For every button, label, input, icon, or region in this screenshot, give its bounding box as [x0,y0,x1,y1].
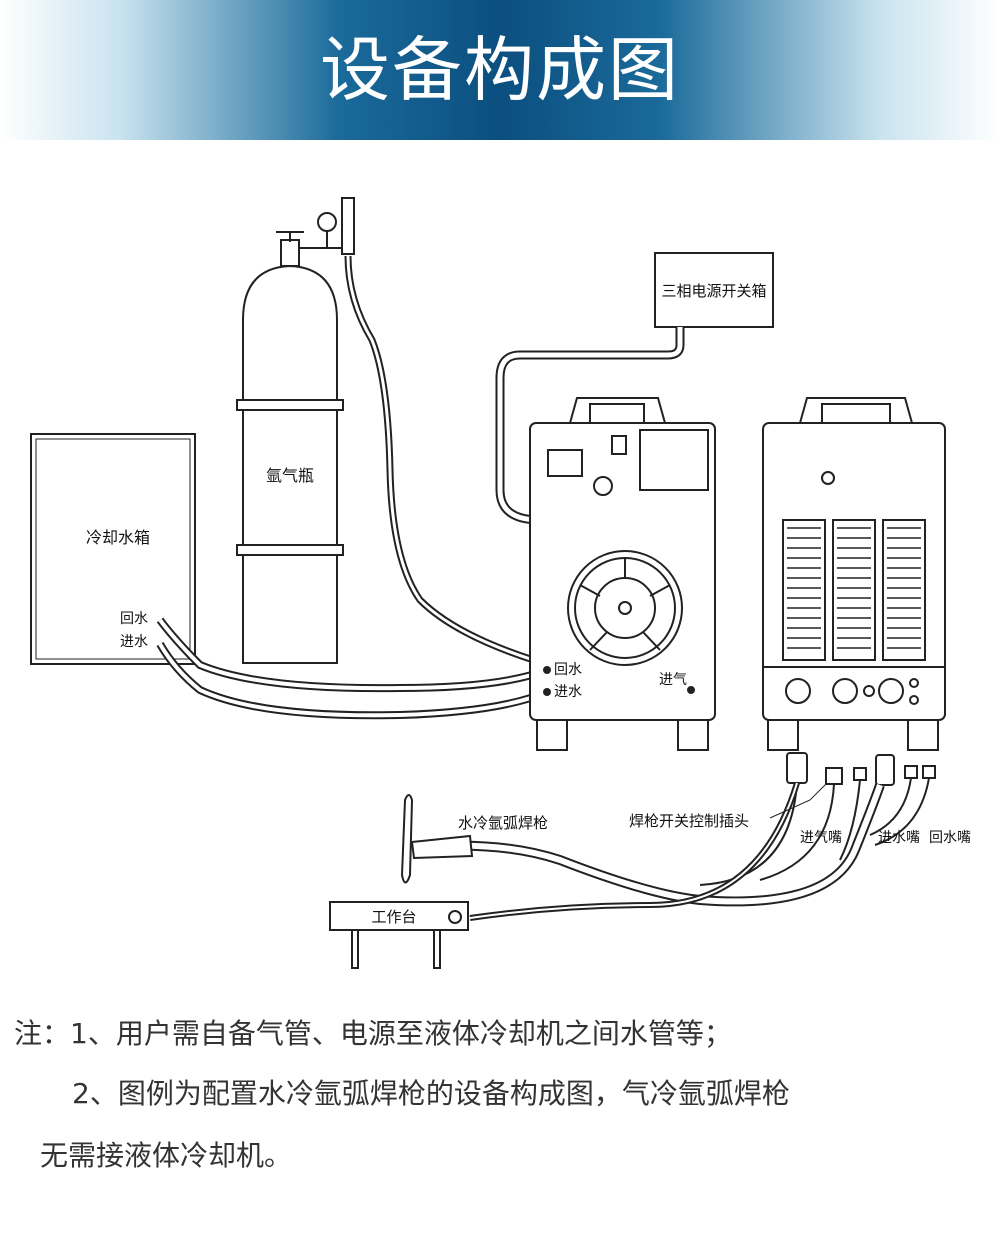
argon-bottle [236,197,355,664]
power-box [654,252,774,328]
note-line-1: 注：1、用户需自备气管、电源至液体冷却机之间水管等； [14,1017,732,1050]
gas-nozzle-label: 进气嘴 [800,830,842,846]
workbench-label: 工作台 [371,908,416,926]
power-box-label: 三相电源开关箱 [661,282,766,300]
control-plug-label: 焊枪开关控制插头 [629,812,749,830]
welding-machine [762,397,946,751]
equipment-diagram: 三相电源开关箱 氩气瓶 冷却水箱 回水 进水 回水 进水 进气 水冷氩弧焊枪 焊… [30,197,971,969]
title-banner: 设备构成图 [0,0,1000,140]
note-line-2: 2、图例为配置水冷氩弧焊枪的设备构成图，气冷氩弧焊枪 [72,1077,790,1110]
water-in-nozzle-label: 进水嘴 [878,830,920,846]
water-return-hose [156,617,549,693]
liquid-cooler [529,397,716,751]
argon-bottle-label: 氩气瓶 [266,466,314,485]
torch-label: 水冷氩弧焊枪 [458,814,548,832]
workbench [329,901,469,969]
water-out-nozzle-label: 回水嘴 [929,830,971,846]
machine-gas-label: 进气 [659,672,687,688]
page-title: 设备构成图 [320,29,680,111]
machine-inlet-label: 进水 [554,684,582,700]
note-line-3: 无需接液体冷却机。 [40,1139,293,1172]
welder-vents [787,527,921,649]
torch-connectors [786,752,936,786]
machine-return-label: 回水 [554,662,582,678]
water-cooled-torch [400,794,474,884]
cooling-tank-label: 冷却水箱 [86,528,150,547]
tank-inlet-label: 进水 [120,634,148,650]
tank-return-label: 回水 [120,611,148,627]
